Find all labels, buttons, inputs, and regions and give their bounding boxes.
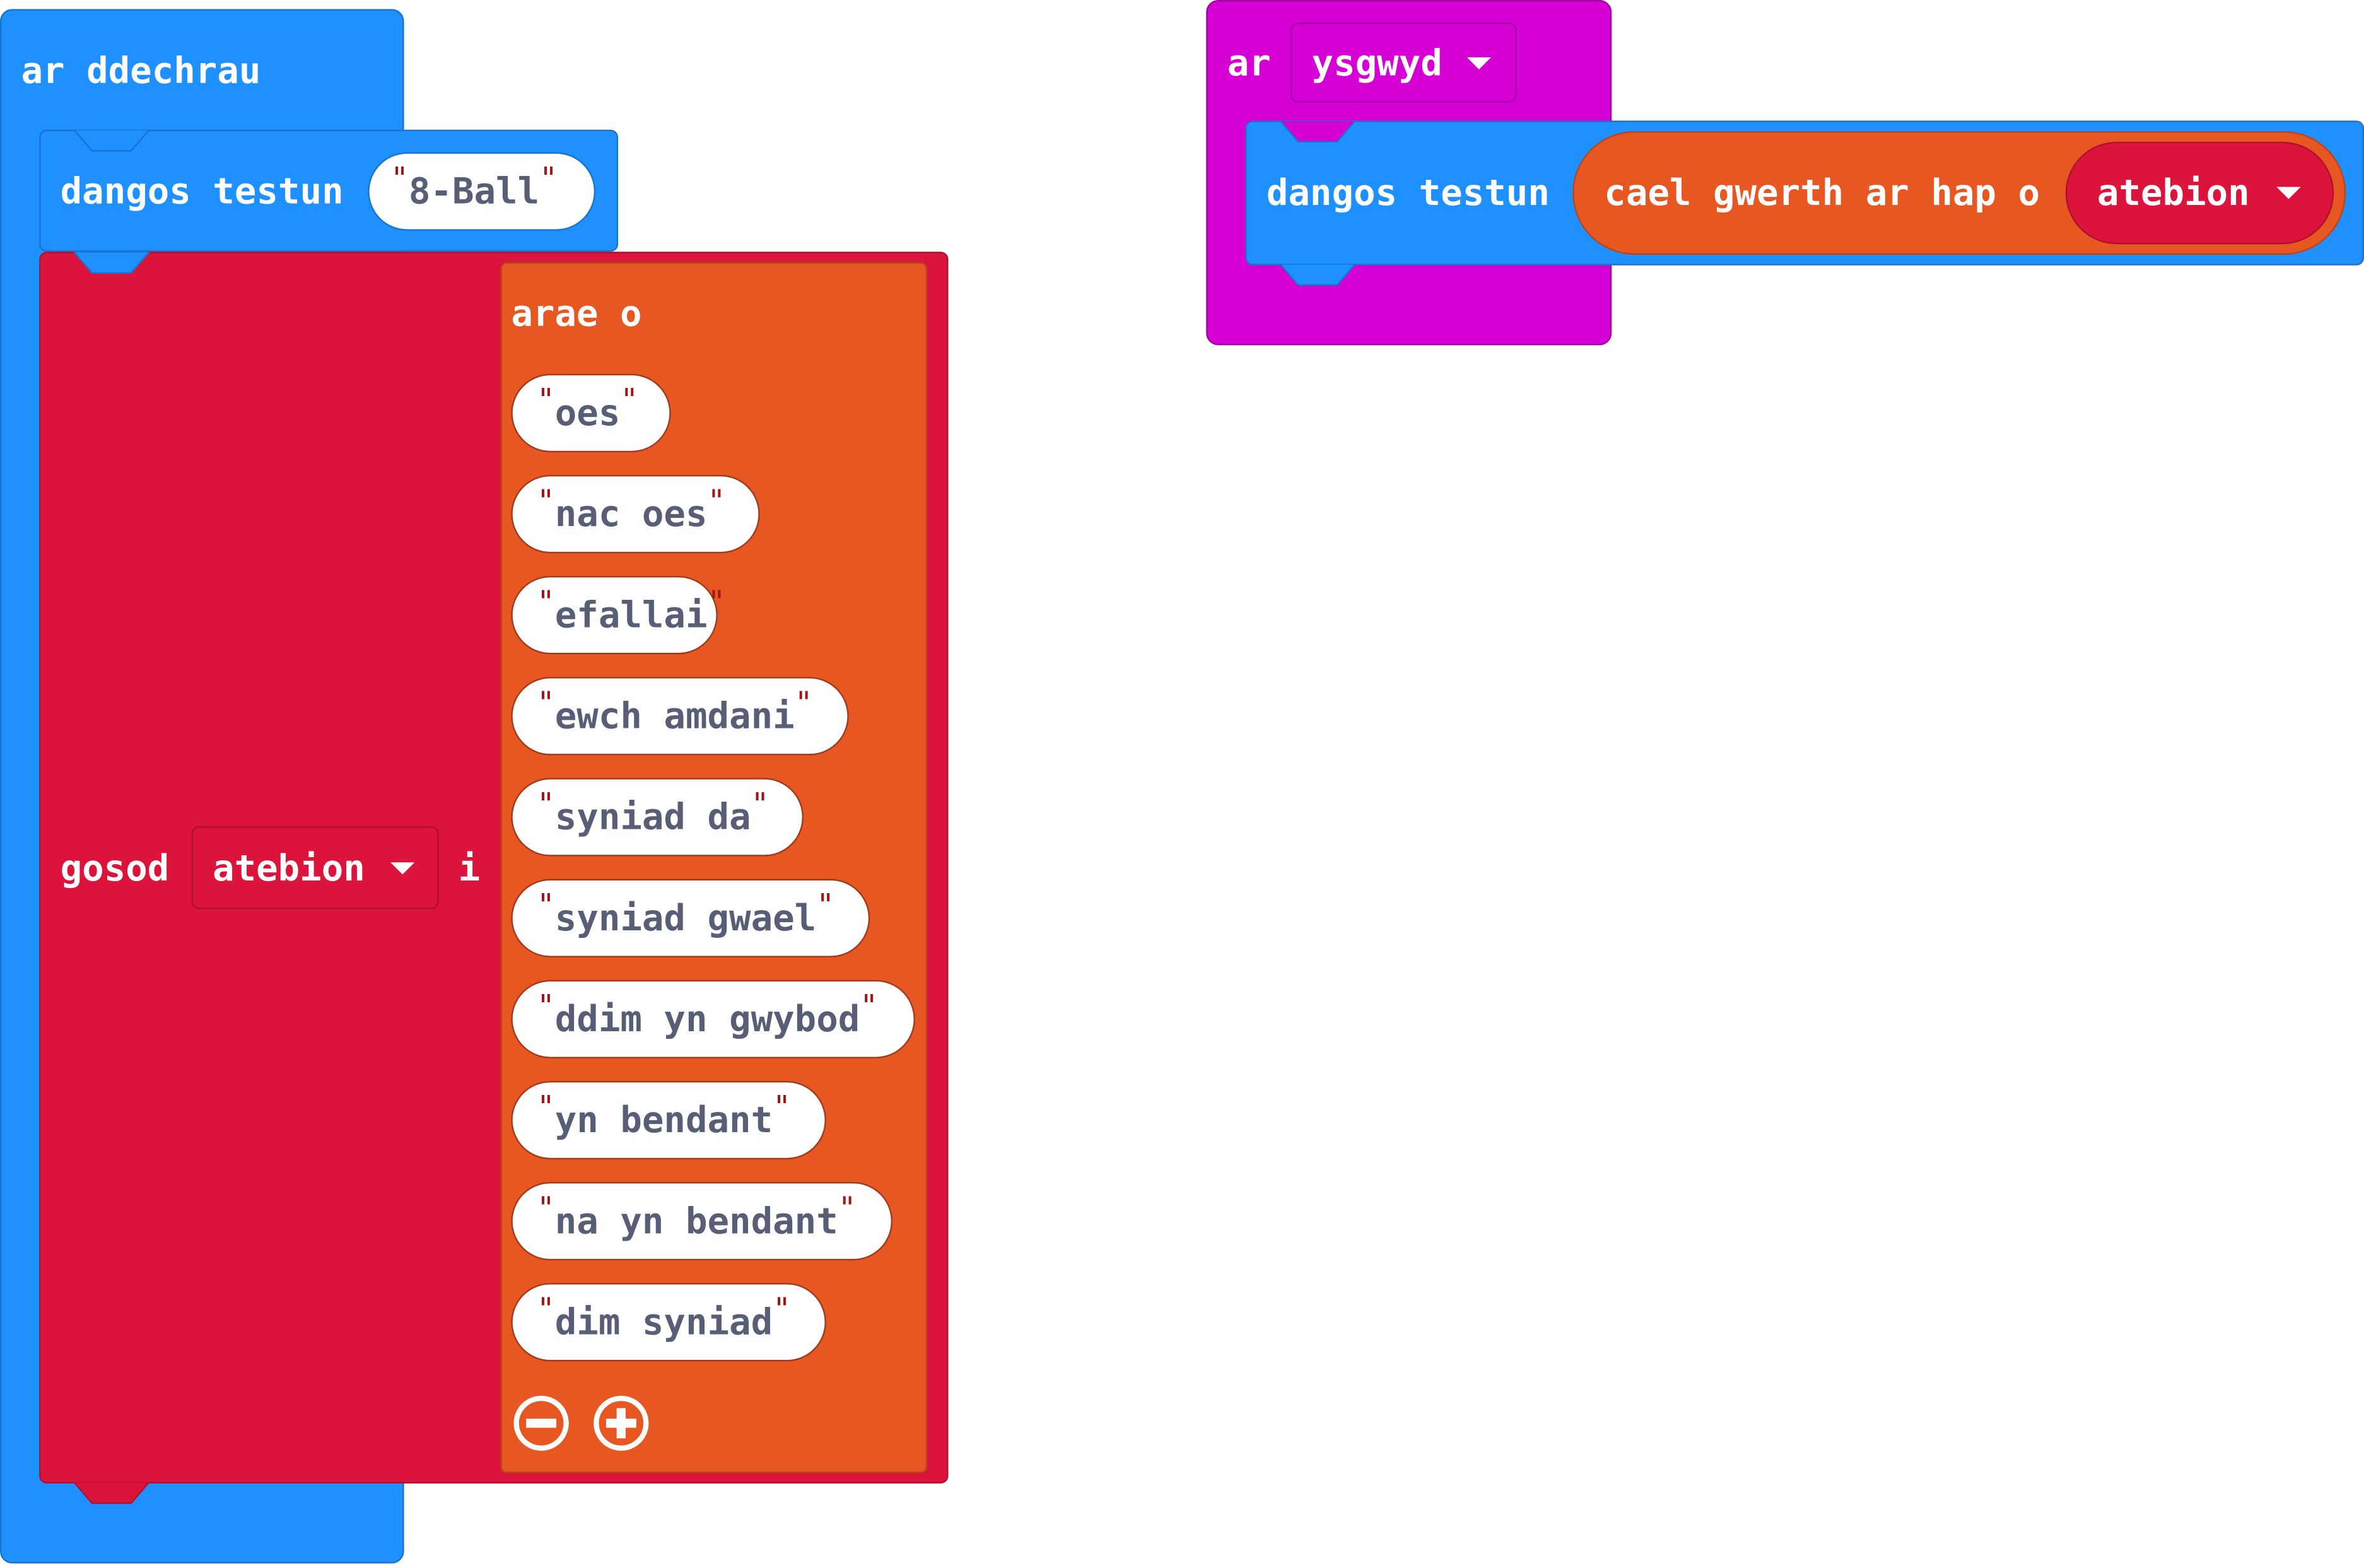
array-label: arae o (511, 292, 642, 335)
array-item-text: oes (554, 392, 621, 435)
chevron-down-icon (2276, 187, 2301, 199)
on-gesture-label: ar (1227, 42, 1271, 85)
set-label: gosod (60, 847, 170, 890)
array-item-text: nac oes (554, 493, 708, 535)
array-item-string[interactable]: "syniad da" (511, 778, 804, 857)
chevron-down-icon (390, 862, 415, 875)
array-block[interactable] (500, 262, 928, 1473)
array-item-text: ewch amdani (554, 694, 795, 737)
array-item-string[interactable]: "ddim yn gwybod" (511, 980, 915, 1058)
block-notch (74, 1482, 149, 1504)
minus-circle-icon[interactable] (513, 1395, 570, 1452)
random-value-label: cael gwerth ar hap o (1604, 172, 2040, 214)
array-item-text: na yn bendant (554, 1200, 838, 1243)
array-item-text: syniad da (554, 796, 751, 839)
array-item-text: ddim yn gwybod (554, 998, 860, 1041)
gesture-dropdown[interactable]: ysgwyd (1290, 22, 1517, 103)
array-item-string[interactable]: "yn bendant" (511, 1080, 826, 1160)
variable-dropdown-atebion[interactable]: atebion (2065, 141, 2334, 245)
on-start-label: ar ddechrau (21, 49, 261, 92)
string-8ball[interactable]: "8-Ball" (368, 152, 596, 231)
show-string-label: dangos testun (60, 170, 344, 213)
array-item-string[interactable]: "nac oes" (511, 474, 760, 554)
variable-dropdown-atebion[interactable]: atebion (191, 826, 439, 910)
block-notch (74, 252, 149, 274)
chevron-down-icon (1466, 57, 1492, 69)
array-item-string[interactable]: "na yn bendant" (511, 1181, 893, 1261)
plus-circle-icon[interactable] (592, 1395, 650, 1452)
array-item-string[interactable]: "syniad gwael" (511, 879, 870, 957)
array-item-text: syniad gwael (554, 897, 817, 940)
to-label: i (458, 847, 481, 890)
array-item-string[interactable]: "dim syniad" (511, 1283, 826, 1362)
array-item-text: efallai (554, 594, 708, 636)
array-item-text: yn bendant (554, 1099, 773, 1142)
array-item-string[interactable]: "ewch amdani" (511, 677, 849, 756)
block-notch (1280, 120, 1355, 143)
block-notch (1280, 264, 1355, 286)
show-string-label: dangos testun (1266, 172, 1550, 214)
block-notch (74, 129, 149, 152)
array-item-text: dim syniad (554, 1301, 773, 1343)
array-item-string[interactable]: "efallai" (511, 576, 725, 655)
array-item-string[interactable]: "oes" (511, 373, 671, 453)
